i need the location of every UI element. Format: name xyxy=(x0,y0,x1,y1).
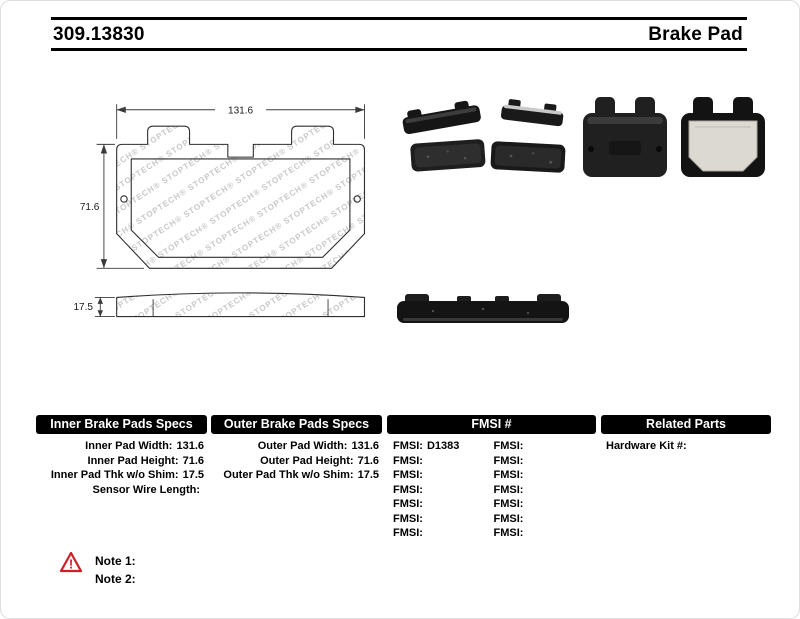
spec-label: FMSI: xyxy=(393,527,423,539)
fmsi-row: FMSI: xyxy=(387,512,492,527)
spec-row: Inner Pad Height:71.6 xyxy=(36,454,207,469)
warning-icon: ! xyxy=(59,551,83,573)
spec-label: Inner Pad Width: xyxy=(85,440,173,452)
spec-label: FMSI: xyxy=(493,498,524,510)
spec-label: FMSI: xyxy=(493,454,524,467)
spec-value: 131.6 xyxy=(176,440,204,452)
pad-back-view xyxy=(583,97,667,177)
fmsi-columns: FMSI:D1383 FMSI: FMSI: FMSI: FMSI: FMSI:… xyxy=(387,439,596,541)
spec-row: Outer Pad Thk w/o Shim:17.5 xyxy=(211,468,382,483)
spec-label: Hardware Kit #: xyxy=(606,440,687,452)
dimension-height: 71.6 xyxy=(80,143,144,269)
spec-label: FMSI: xyxy=(493,440,524,452)
dimension-height-label: 71.6 xyxy=(80,202,100,213)
fmsi-row: FMSI: xyxy=(387,454,492,469)
note-1-label: Note 1: xyxy=(95,554,136,568)
fmsi-row: FMSI: xyxy=(492,468,597,483)
pad-front-view xyxy=(681,97,765,177)
spec-label: FMSI: xyxy=(393,512,423,525)
spec-label: FMSI: xyxy=(493,512,524,525)
spec-label: FMSI: xyxy=(393,483,423,496)
spec-label: FMSI: xyxy=(493,483,524,496)
dimension-width-label: 131.6 xyxy=(228,105,253,116)
fmsi-row: FMSI: xyxy=(492,526,597,541)
spec-value: 71.6 xyxy=(357,454,379,467)
product-photo-pad-edge xyxy=(393,285,573,335)
spec-label: FMSI: xyxy=(393,469,423,481)
spec-label: FMSI: xyxy=(393,454,423,467)
header-rule-top xyxy=(51,17,747,20)
fmsi-row: FMSI: xyxy=(492,497,597,512)
fmsi-column-left: FMSI:D1383 FMSI: FMSI: FMSI: FMSI: FMSI:… xyxy=(387,439,492,541)
pad-hole-left xyxy=(120,195,128,203)
stoptech-watermark: STOPTECH® STOPTECH® STOPTECH® STOPTECH® … xyxy=(117,126,365,316)
dimension-thickness: 17.5 xyxy=(73,296,115,318)
note-2-label: Note 2: xyxy=(95,572,136,586)
spec-label: Outer Pad Height: xyxy=(260,454,354,467)
spec-label: Sensor Wire Length: xyxy=(92,483,200,496)
pad-pair-image xyxy=(583,97,765,177)
spec-value: 17.5 xyxy=(357,469,379,481)
related-parts-header: Related Parts xyxy=(601,415,771,434)
pad-profile-view xyxy=(116,292,366,318)
header-rule-bottom xyxy=(51,48,747,51)
product-type-title: Brake Pad xyxy=(648,24,743,45)
technical-drawing: STOPTECH® STOPTECH® STOPTECH® STOPTECH® … xyxy=(71,97,381,343)
pad-edge-image xyxy=(397,294,569,323)
fmsi-row: FMSI:D1383 xyxy=(387,439,492,454)
spec-row: Sensor Wire Length: xyxy=(36,483,207,498)
friction-outline xyxy=(130,158,351,258)
spec-row: Hardware Kit #: xyxy=(601,439,771,454)
dimension-width: 131.6 xyxy=(116,104,365,139)
brake-pad-drawing: STOPTECH® STOPTECH® STOPTECH® STOPTECH® … xyxy=(73,104,366,318)
spec-label: FMSI: xyxy=(493,527,524,539)
spec-label: Inner Pad Height: xyxy=(87,454,179,467)
spec-value: D1383 xyxy=(426,440,460,452)
inner-specs-header: Inner Brake Pads Specs xyxy=(36,415,207,434)
spec-row: Inner Pad Thk w/o Shim:17.5 xyxy=(36,468,207,483)
fmsi-row: FMSI: xyxy=(387,526,492,541)
fmsi-row: FMSI: xyxy=(387,497,492,512)
spec-value: 17.5 xyxy=(182,469,204,481)
fmsi-row: FMSI: xyxy=(387,483,492,498)
inner-specs-column: Inner Brake Pads Specs Inner Pad Width:1… xyxy=(36,415,207,497)
spec-label: Outer Pad Thk w/o Shim: xyxy=(223,469,354,481)
spec-row: Outer Pad Height:71.6 xyxy=(211,454,382,469)
spec-label: FMSI: xyxy=(493,469,524,481)
spec-row: Inner Pad Width:131.6 xyxy=(36,439,207,454)
fmsi-row: FMSI: xyxy=(492,512,597,527)
fmsi-row: FMSI: xyxy=(492,454,597,469)
pad-outline xyxy=(116,125,366,269)
part-number: 309.13830 xyxy=(53,24,145,45)
outer-specs-header: Outer Brake Pads Specs xyxy=(211,415,382,434)
spec-label: Outer Pad Width: xyxy=(257,440,348,452)
product-photo-pad-set xyxy=(393,99,578,179)
product-photo-pad-pair xyxy=(579,91,769,201)
fmsi-header: FMSI # xyxy=(387,415,596,434)
fmsi-row: FMSI: xyxy=(387,468,492,483)
fmsi-column-right: FMSI: FMSI: FMSI: FMSI: FMSI: FMSI: FMSI… xyxy=(492,439,597,541)
spec-label: FMSI: xyxy=(393,498,423,510)
fmsi-row: FMSI: xyxy=(492,439,597,454)
warning-glyph: ! xyxy=(69,557,73,572)
spec-value: 131.6 xyxy=(351,440,379,452)
spec-label: FMSI: xyxy=(393,440,423,452)
related-parts-column: Related Parts Hardware Kit #: xyxy=(601,415,771,454)
spec-row: Outer Pad Width:131.6 xyxy=(211,439,382,454)
pad-set-image xyxy=(402,99,566,173)
fmsi-column: FMSI # FMSI:D1383 FMSI: FMSI: FMSI: FMSI… xyxy=(387,415,596,541)
fmsi-row: FMSI: xyxy=(492,483,597,498)
pad-hole-right xyxy=(353,195,361,203)
dimension-thickness-label: 17.5 xyxy=(73,302,93,313)
spec-value: 71.6 xyxy=(182,454,204,467)
spec-label: Inner Pad Thk w/o Shim: xyxy=(50,469,179,481)
outer-specs-column: Outer Brake Pads Specs Outer Pad Width:1… xyxy=(211,415,382,483)
